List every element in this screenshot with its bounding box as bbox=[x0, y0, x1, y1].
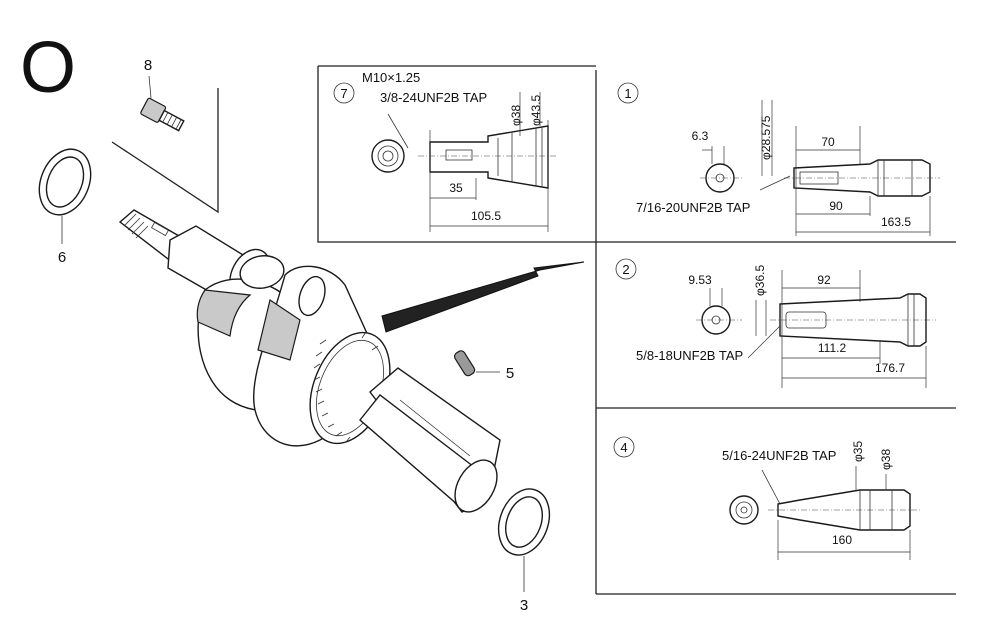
detail-7-dim-dia38: φ38 bbox=[509, 105, 523, 126]
detail-4-label-tap: 5/16-24UNF2B TAP bbox=[722, 448, 836, 463]
part-ref-6: 6 bbox=[58, 249, 66, 266]
detail-7-id: 7 bbox=[340, 86, 347, 101]
detail-pointer-arrow bbox=[381, 261, 585, 333]
detail-4: 4 5/16-24UNF2B TAP φ35 φ38 160 bbox=[613, 436, 920, 560]
detail-2-dim-92: 92 bbox=[817, 273, 831, 287]
detail-1: 1 6.3 φ28.575 70 7/16-20UNF2B TAP 90 163… bbox=[617, 82, 940, 236]
detail-1-dim-90: 90 bbox=[829, 199, 843, 213]
detail-4-dim-dia35: φ35 bbox=[851, 441, 865, 462]
detail-1-dim-163-5: 163.5 bbox=[881, 215, 911, 229]
washer-part-3[interactable]: 3 bbox=[490, 482, 558, 614]
detail-2-dim-111-2: 111.2 bbox=[818, 341, 847, 355]
detail-4-id: 4 bbox=[620, 440, 627, 455]
detail-frames bbox=[317, 65, 956, 595]
detail-7-dim-105-5: 105.5 bbox=[471, 209, 501, 223]
detail-1-label-tap: 7/16-20UNF2B TAP bbox=[636, 200, 750, 215]
section-letter: O bbox=[20, 28, 76, 108]
detail-7-label-thread: M10×1.25 bbox=[362, 70, 420, 85]
detail-2-id: 2 bbox=[622, 262, 629, 277]
section-marker: O bbox=[20, 28, 76, 108]
detail-4-dim-160: 160 bbox=[832, 533, 852, 547]
detail-2: 2 9.53 φ36.5 92 5/8-18UNF2B TAP 111.2 17… bbox=[615, 258, 936, 388]
detail-4-dim-dia38: φ38 bbox=[879, 449, 893, 470]
detail-1-dim-dia28575: φ28.575 bbox=[759, 115, 773, 160]
crankshaft[interactable] bbox=[118, 209, 506, 519]
detail-2-label-tap: 5/8-18UNF2B TAP bbox=[636, 348, 743, 363]
detail-1-dim-70: 70 bbox=[821, 135, 835, 149]
detail-7-label-tap: 3/8-24UNF2B TAP bbox=[380, 90, 487, 105]
part-ref-8: 8 bbox=[144, 57, 152, 74]
detail-2-dim-9-53: 9.53 bbox=[688, 273, 712, 287]
detail-7-dim-dia435: φ43.5 bbox=[529, 95, 543, 126]
part-ref-3: 3 bbox=[520, 597, 528, 614]
bolt-part-8[interactable]: 8 bbox=[140, 57, 186, 133]
detail-7-dim-35: 35 bbox=[449, 181, 463, 195]
bolt-bracket bbox=[111, 88, 219, 214]
detail-7: 7 M10×1.25 3/8-24UNF2B TAP φ38 φ43.5 35 … bbox=[333, 70, 556, 232]
part-ref-5: 5 bbox=[506, 365, 514, 382]
detail-1-dim-6-3: 6.3 bbox=[692, 129, 709, 143]
washer-part-6[interactable]: 6 bbox=[30, 141, 100, 266]
detail-1-id: 1 bbox=[624, 86, 631, 101]
detail-2-dim-dia365: φ36.5 bbox=[753, 265, 767, 296]
detail-2-dim-176-7: 176.7 bbox=[875, 361, 905, 375]
key-part-5[interactable]: 5 bbox=[453, 349, 514, 382]
